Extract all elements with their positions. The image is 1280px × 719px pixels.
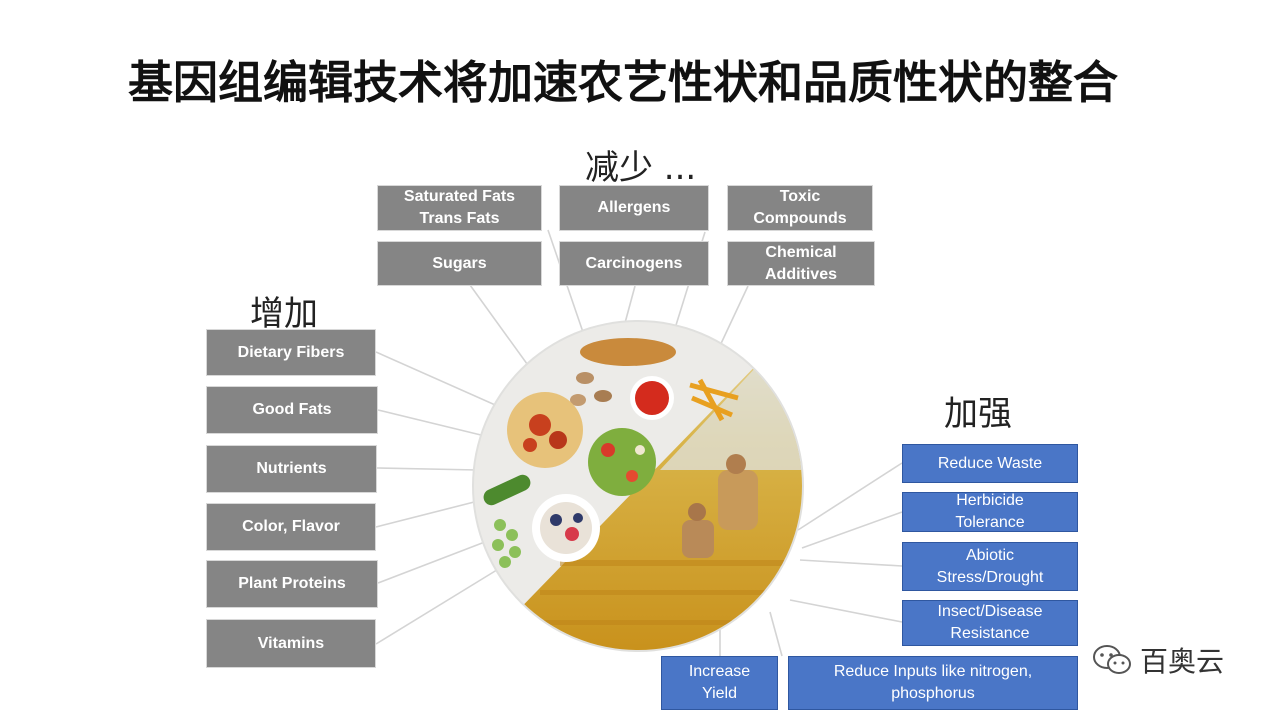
wechat-icon bbox=[1093, 645, 1131, 674]
strengthen-item-reduce-waste: Reduce Waste bbox=[902, 444, 1078, 483]
strengthen-item-herbicide-tolerance: Herbicide Tolerance bbox=[902, 492, 1078, 532]
heading-increase: 增加 bbox=[250, 294, 318, 334]
increase-item-nutrients: Nutrients bbox=[206, 445, 377, 493]
increase-item-color-flavor: Color, Flavor bbox=[206, 503, 376, 551]
food-and-field-plate bbox=[472, 320, 804, 652]
reduce-item-carcinogens: Carcinogens bbox=[559, 241, 709, 286]
reduce-item-saturated-fats: Saturated Fats Trans Fats bbox=[377, 185, 542, 231]
increase-item-good-fats: Good Fats bbox=[206, 386, 378, 434]
heading-strengthen: 加强 bbox=[944, 394, 1012, 434]
increase-item-vitamins: Vitamins bbox=[206, 619, 376, 668]
reduce-item-chemical-additives: Chemical Additives bbox=[727, 241, 875, 286]
strengthen-item-reduce-inputs: Reduce Inputs like nitrogen, phosphorus bbox=[788, 656, 1078, 710]
increase-item-plant-proteins: Plant Proteins bbox=[206, 560, 378, 608]
strengthen-item-abiotic-stress: Abiotic Stress/Drought bbox=[902, 542, 1078, 591]
slide-title: 基因组编辑技术将加速农艺性状和品质性状的整合 bbox=[128, 56, 1119, 109]
increase-item-dietary-fibers: Dietary Fibers bbox=[206, 329, 376, 376]
brand-watermark: 百奥云 bbox=[1092, 640, 1224, 680]
reduce-item-sugars: Sugars bbox=[377, 241, 542, 286]
heading-reduce: 减少 ... bbox=[585, 148, 697, 188]
brand-name: 百奥云 bbox=[1140, 645, 1225, 678]
reduce-item-allergens: Allergens bbox=[559, 185, 709, 231]
reduce-item-toxic-compounds: Toxic Compounds bbox=[727, 185, 873, 231]
strengthen-item-increase-yield: Increase Yield bbox=[661, 656, 778, 710]
strengthen-item-insect-disease: Insect/Disease Resistance bbox=[902, 600, 1078, 646]
